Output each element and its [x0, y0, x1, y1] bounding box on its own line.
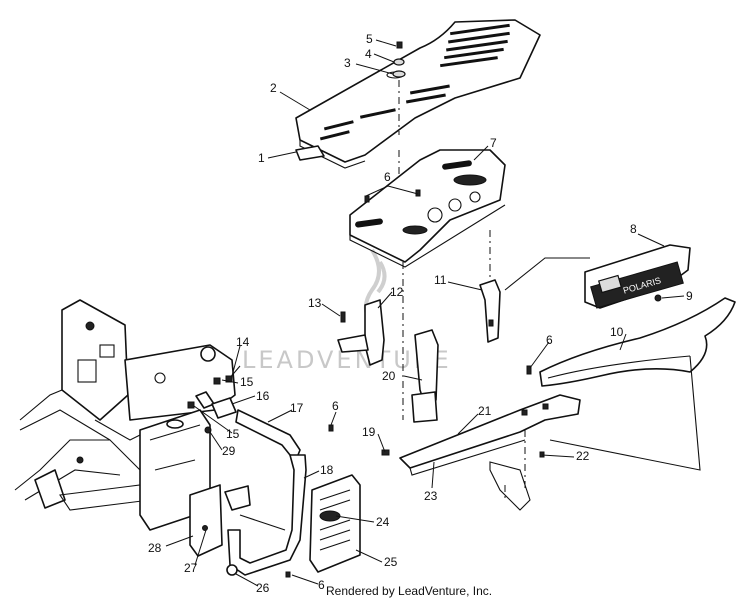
callout-21: 21 [478, 404, 492, 418]
callout-11: 11 [434, 273, 447, 287]
screw [364, 195, 370, 203]
chassis-frame [14, 299, 236, 511]
support-bracket-left [337, 299, 385, 366]
callout-7: 7 [490, 136, 497, 150]
callout-12: 12 [390, 285, 404, 299]
grille-fastener [654, 294, 662, 302]
bumper-outline [504, 257, 590, 291]
credit-text: Rendered by LeadVenture, Inc. [326, 584, 492, 598]
grille: POLARIS [584, 244, 691, 309]
callout-15b: 15 [226, 427, 240, 441]
callout-6b: 6 [332, 399, 339, 413]
callout-6: 6 [384, 170, 391, 184]
callout-29: 29 [222, 444, 236, 458]
rack-panel [295, 19, 541, 169]
callout-labels: 1 2 3 4 5 6 7 8 9 10 11 12 13 14 15 15 1… [148, 32, 693, 595]
plate [295, 145, 325, 161]
bolt [340, 311, 346, 323]
screw [328, 424, 334, 432]
callout-22: 22 [576, 449, 590, 463]
nut [213, 377, 221, 385]
callout-17: 17 [290, 401, 304, 415]
callout-6c: 6 [318, 578, 325, 592]
callout-15a: 15 [240, 375, 254, 389]
callout-27: 27 [184, 561, 198, 575]
rivet [226, 564, 238, 576]
callout-13: 13 [308, 296, 322, 310]
side-cover [309, 474, 361, 573]
screw [285, 571, 291, 578]
callout-8: 8 [630, 222, 637, 236]
clip [204, 426, 212, 434]
callout-4: 4 [365, 47, 372, 61]
tube-bracket [224, 409, 307, 576]
frame-rail [399, 394, 581, 476]
screw [381, 449, 390, 456]
center-post [411, 329, 439, 423]
callout-1: 1 [258, 151, 265, 165]
callout-5: 5 [366, 32, 373, 46]
callout-6d: 6 [546, 333, 553, 347]
callout-2: 2 [270, 81, 277, 95]
callout-18: 18 [320, 463, 334, 477]
callout-26: 26 [256, 581, 270, 595]
support-bracket-right [479, 279, 501, 343]
mount-bracket [349, 149, 506, 268]
rail-extension [489, 461, 531, 511]
bushing [195, 391, 237, 419]
callout-19: 19 [362, 425, 376, 439]
front-bumper [539, 297, 736, 387]
screw [526, 365, 532, 375]
callout-3: 3 [344, 56, 351, 70]
callout-16: 16 [256, 389, 270, 403]
callout-28: 28 [148, 541, 162, 555]
side-panel [189, 484, 223, 557]
callout-25: 25 [384, 555, 398, 569]
callout-24: 24 [376, 515, 390, 529]
callout-14: 14 [236, 335, 250, 349]
callout-9: 9 [686, 289, 693, 303]
leader-lines [165, 39, 685, 587]
fastener [539, 451, 545, 458]
callout-10: 10 [610, 325, 624, 339]
callout-20: 20 [382, 369, 396, 383]
callout-23: 23 [424, 489, 438, 503]
screw [415, 189, 421, 197]
nut [187, 401, 195, 409]
